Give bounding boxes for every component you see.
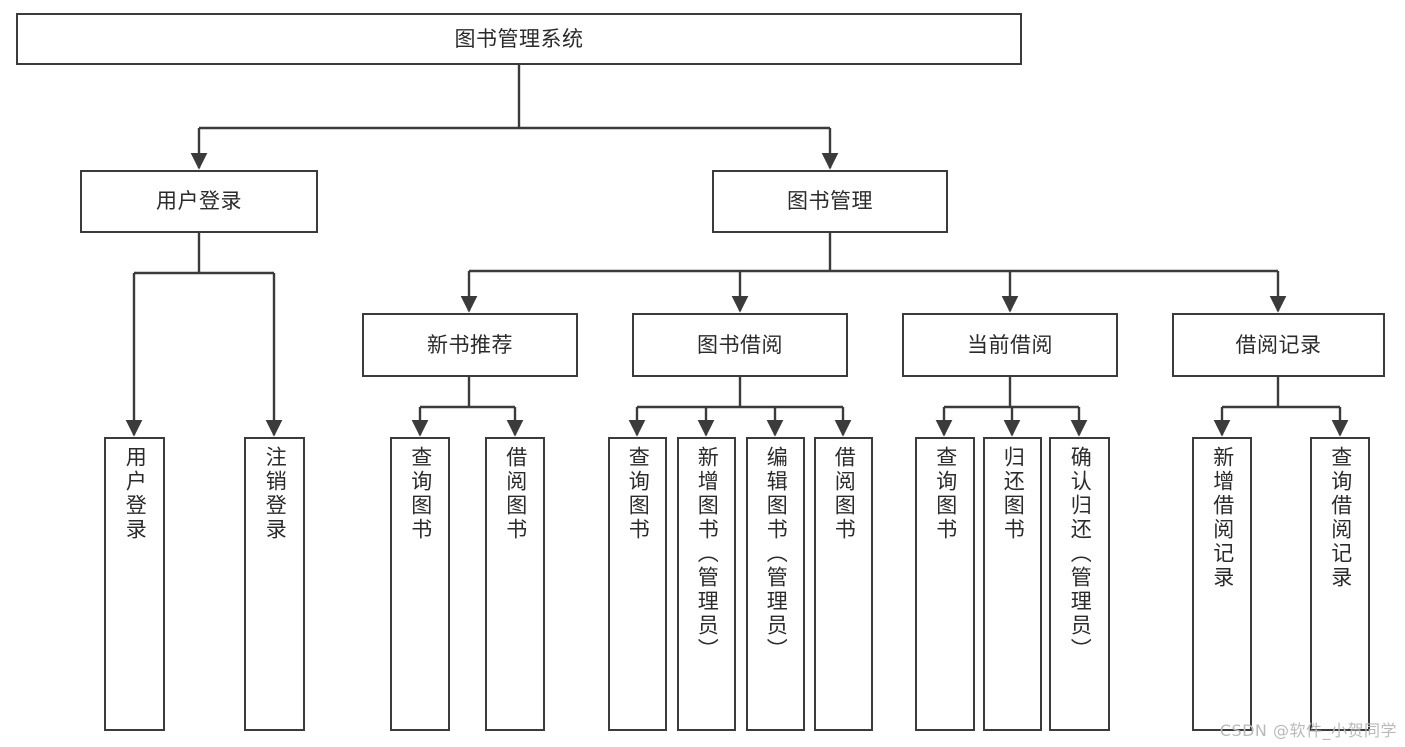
node-user-login[interactable]: 用户登录: [80, 170, 318, 233]
node-leaf-new-book-rec-1[interactable]: 查询图书: [390, 437, 450, 731]
node-root[interactable]: 图书管理系统: [16, 13, 1022, 65]
node-leaf-current-borrow-2-label: 归还图书: [1001, 446, 1026, 542]
node-leaf-book-borrow-3-label: 编辑图书（管理员）: [764, 446, 789, 662]
node-current-borrow-label: 当前借阅: [967, 332, 1053, 357]
node-leaf-borrow-record-1-label: 新增借阅记录: [1210, 446, 1235, 590]
node-leaf-borrow-record-2-label: 查询借阅记录: [1328, 446, 1353, 590]
node-leaf-user-login-1[interactable]: 用户登录: [104, 437, 165, 731]
node-book-borrow-label: 图书借阅: [697, 332, 783, 357]
node-leaf-borrow-record-1[interactable]: 新增借阅记录: [1192, 437, 1252, 731]
node-leaf-current-borrow-3-label: 确认归还（管理员）: [1068, 446, 1093, 662]
node-leaf-user-login-1-label: 用户登录: [123, 446, 148, 542]
node-leaf-user-login-2-label: 注销登录: [263, 446, 288, 542]
node-borrow-record[interactable]: 借阅记录: [1172, 313, 1385, 377]
node-current-borrow[interactable]: 当前借阅: [902, 313, 1118, 377]
watermark: CSDN @软件_小贺同学: [1219, 721, 1397, 740]
node-book-manage[interactable]: 图书管理: [712, 170, 948, 233]
node-book-borrow[interactable]: 图书借阅: [632, 313, 848, 377]
node-leaf-book-borrow-1[interactable]: 查询图书: [608, 437, 667, 731]
node-leaf-book-borrow-2[interactable]: 新增图书（管理员）: [677, 437, 736, 731]
node-leaf-current-borrow-2[interactable]: 归还图书: [983, 437, 1042, 731]
node-borrow-record-label: 借阅记录: [1235, 332, 1322, 357]
node-book-manage-label: 图书管理: [787, 189, 873, 214]
node-new-book-rec-label: 新书推荐: [427, 332, 513, 357]
node-leaf-user-login-2[interactable]: 注销登录: [244, 437, 305, 731]
node-leaf-current-borrow-3[interactable]: 确认归还（管理员）: [1049, 437, 1110, 731]
node-leaf-book-borrow-4-label: 借阅图书: [832, 446, 857, 542]
node-root-label: 图书管理系统: [454, 26, 584, 51]
node-leaf-book-borrow-3[interactable]: 编辑图书（管理员）: [746, 437, 805, 731]
node-new-book-rec[interactable]: 新书推荐: [362, 313, 578, 377]
node-leaf-current-borrow-1[interactable]: 查询图书: [915, 437, 975, 731]
node-leaf-book-borrow-4[interactable]: 借阅图书: [814, 437, 873, 731]
node-leaf-book-borrow-1-label: 查询图书: [626, 446, 651, 542]
node-leaf-new-book-rec-1-label: 查询图书: [408, 446, 433, 542]
node-leaf-book-borrow-2-label: 新增图书（管理员）: [695, 446, 720, 662]
node-leaf-current-borrow-1-label: 查询图书: [933, 446, 958, 542]
node-leaf-new-book-rec-2-label: 借阅图书: [503, 446, 528, 542]
node-leaf-new-book-rec-2[interactable]: 借阅图书: [485, 437, 545, 731]
node-user-login-label: 用户登录: [156, 189, 242, 214]
node-leaf-borrow-record-2[interactable]: 查询借阅记录: [1310, 437, 1370, 731]
